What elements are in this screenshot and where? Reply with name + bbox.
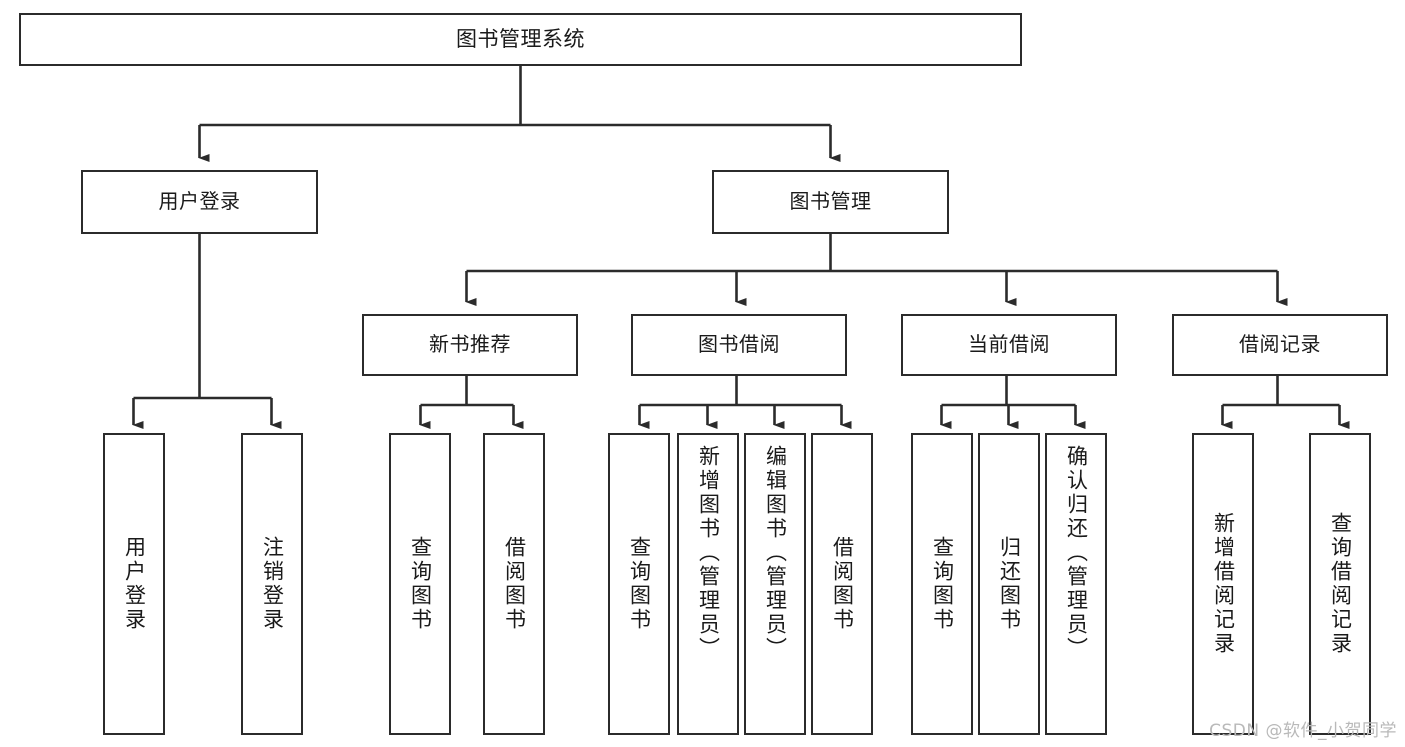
node-book-borrow-label: 图书借阅 xyxy=(698,332,780,357)
node-borrow-record-label: 借阅记录 xyxy=(1239,332,1321,357)
node-leaf-book-borrow-add-label: 新增图书（管理员） xyxy=(696,445,721,661)
node-leaf-new-book-query-label: 查询图书 xyxy=(408,536,433,632)
node-book-borrow[interactable]: 图书借阅 xyxy=(631,314,847,376)
node-leaf-current-borrow-confirm[interactable]: 确认归还（管理员） xyxy=(1045,433,1107,735)
node-leaf-current-borrow-confirm-label: 确认归还（管理员） xyxy=(1064,445,1089,661)
node-leaf-book-borrow-query-label: 查询图书 xyxy=(627,536,652,632)
node-leaf-current-borrow-return[interactable]: 归还图书 xyxy=(978,433,1040,735)
node-book-management[interactable]: 图书管理 xyxy=(712,170,949,234)
node-leaf-current-borrow-query-label: 查询图书 xyxy=(930,536,955,632)
node-leaf-borrow-record-add[interactable]: 新增借阅记录 xyxy=(1192,433,1254,735)
node-new-book-recommend[interactable]: 新书推荐 xyxy=(362,314,578,376)
node-leaf-user-login-login-label: 用户登录 xyxy=(122,536,147,632)
node-current-borrow-label: 当前借阅 xyxy=(968,332,1050,357)
node-leaf-book-borrow-edit-label: 编辑图书（管理员） xyxy=(763,445,788,661)
node-leaf-book-borrow-add[interactable]: 新增图书（管理员） xyxy=(677,433,739,735)
node-leaf-current-borrow-return-label: 归还图书 xyxy=(997,536,1022,632)
node-leaf-user-login-logout-label: 注销登录 xyxy=(260,536,285,632)
node-leaf-borrow-record-query-label: 查询借阅记录 xyxy=(1328,512,1353,656)
node-root-label: 图书管理系统 xyxy=(456,27,585,52)
node-leaf-book-borrow-borrow[interactable]: 借阅图书 xyxy=(811,433,873,735)
node-leaf-book-borrow-edit[interactable]: 编辑图书（管理员） xyxy=(744,433,806,735)
node-user-login-label: 用户登录 xyxy=(158,189,241,214)
node-current-borrow[interactable]: 当前借阅 xyxy=(901,314,1117,376)
node-leaf-user-login-logout[interactable]: 注销登录 xyxy=(241,433,303,735)
node-new-book-recommend-label: 新书推荐 xyxy=(429,332,511,357)
node-book-management-label: 图书管理 xyxy=(789,189,872,214)
node-leaf-book-borrow-query[interactable]: 查询图书 xyxy=(608,433,670,735)
csdn-watermark: CSDN @软件_小贺同学 xyxy=(1209,721,1397,741)
node-leaf-book-borrow-borrow-label: 借阅图书 xyxy=(830,536,855,632)
node-leaf-borrow-record-query[interactable]: 查询借阅记录 xyxy=(1309,433,1371,735)
node-borrow-record[interactable]: 借阅记录 xyxy=(1172,314,1388,376)
node-leaf-current-borrow-query[interactable]: 查询图书 xyxy=(911,433,973,735)
node-user-login[interactable]: 用户登录 xyxy=(81,170,318,234)
node-leaf-new-book-borrow-label: 借阅图书 xyxy=(502,536,527,632)
node-root-book-management-system[interactable]: 图书管理系统 xyxy=(19,13,1022,66)
node-leaf-new-book-borrow[interactable]: 借阅图书 xyxy=(483,433,545,735)
node-leaf-new-book-query[interactable]: 查询图书 xyxy=(389,433,451,735)
node-leaf-user-login-login[interactable]: 用户登录 xyxy=(103,433,165,735)
node-leaf-borrow-record-add-label: 新增借阅记录 xyxy=(1211,512,1236,656)
